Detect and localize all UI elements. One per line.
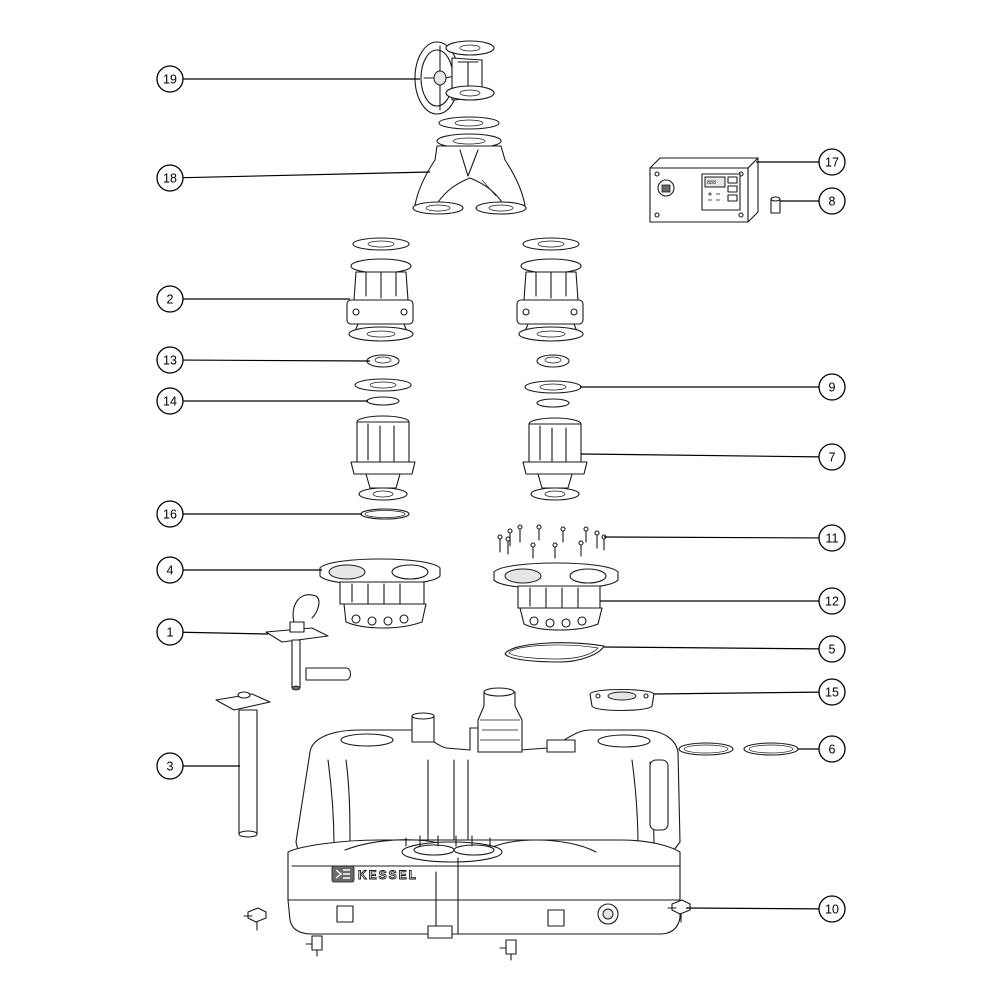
callout-3: 3 xyxy=(156,752,184,780)
callout-number: 11 xyxy=(826,532,839,546)
callout-2: 2 xyxy=(156,285,184,313)
callout-12: 12 xyxy=(818,587,846,615)
callout-circle xyxy=(156,618,184,646)
callout-5: 5 xyxy=(818,635,846,663)
callout-7: 7 xyxy=(818,443,846,471)
seal-rings xyxy=(678,742,799,756)
screw-set xyxy=(497,524,607,559)
leader-line-13 xyxy=(182,359,371,362)
callout-13: 13 xyxy=(156,346,184,374)
callout-1: 1 xyxy=(156,618,184,646)
leader-lines xyxy=(182,78,820,910)
callout-17: 17 xyxy=(818,148,846,176)
callout-4: 4 xyxy=(156,556,184,584)
callout-circle xyxy=(156,65,184,93)
callout-number: 15 xyxy=(825,686,839,700)
mounting-brackets xyxy=(243,899,691,961)
leader-line-15 xyxy=(653,691,820,695)
control-unit: 888 xyxy=(649,157,759,223)
left-pump-column xyxy=(265,237,441,691)
callout-number: 10 xyxy=(825,903,839,917)
right-pump-column xyxy=(493,237,655,711)
callout-circle xyxy=(818,635,846,663)
callout-8: 8 xyxy=(818,187,846,215)
callout-circle xyxy=(156,387,184,415)
collection-tank: KESSEL xyxy=(287,687,681,939)
callout-number: 18 xyxy=(163,172,177,186)
callout-14: 14 xyxy=(156,387,184,415)
leader-line-1 xyxy=(182,631,269,635)
leader-line-11 xyxy=(603,536,820,539)
leader-line-18 xyxy=(182,171,431,179)
callout-9: 9 xyxy=(818,373,846,401)
callout-circle xyxy=(818,678,846,706)
brand-logo: KESSEL xyxy=(358,868,418,882)
svg-text:888: 888 xyxy=(707,180,716,186)
leader-line-7 xyxy=(580,453,820,458)
callout-number: 4 xyxy=(167,564,174,578)
callout-circle xyxy=(818,587,846,615)
callout-18: 18 xyxy=(156,164,184,192)
callout-16: 16 xyxy=(156,500,184,528)
callout-circle xyxy=(818,895,846,923)
callout-circle xyxy=(156,346,184,374)
callout-circle xyxy=(156,164,184,192)
callout-number: 5 xyxy=(829,643,836,657)
callout-number: 6 xyxy=(829,743,836,757)
callout-circle xyxy=(818,373,846,401)
callout-circle xyxy=(156,752,184,780)
callout-number: 9 xyxy=(829,381,836,395)
callout-number: 8 xyxy=(829,195,836,209)
callout-number: 7 xyxy=(829,451,836,465)
callout-number: 1 xyxy=(167,626,174,640)
callout-number: 2 xyxy=(167,293,174,307)
callout-6: 6 xyxy=(818,735,846,763)
callout-11: 11 xyxy=(818,524,846,552)
callout-circle xyxy=(818,187,846,215)
callout-number: 14 xyxy=(163,395,177,409)
callout-circle xyxy=(156,500,184,528)
callout-number: 19 xyxy=(163,73,177,87)
gate-valve-handwheel xyxy=(414,40,495,115)
callout-number: 3 xyxy=(167,760,174,774)
callout-number: 16 xyxy=(163,508,177,522)
callout-circle xyxy=(818,735,846,763)
callout-number: 12 xyxy=(825,595,839,609)
callout-circle xyxy=(818,443,846,471)
fuse-cartridge xyxy=(770,196,781,214)
leader-line-5 xyxy=(603,646,820,650)
callout-circle xyxy=(818,524,846,552)
callout-number: 13 xyxy=(163,354,177,368)
dip-tube xyxy=(215,691,271,838)
callout-19: 19 xyxy=(156,65,184,93)
leader-line-10 xyxy=(685,907,820,910)
callout-number: 17 xyxy=(825,156,839,170)
callout-10: 10 xyxy=(818,895,846,923)
callout-circle xyxy=(818,148,846,176)
callout-15: 15 xyxy=(818,678,846,706)
callout-circle xyxy=(156,556,184,584)
y-pipe-junction xyxy=(412,116,527,215)
callout-circle xyxy=(156,285,184,313)
